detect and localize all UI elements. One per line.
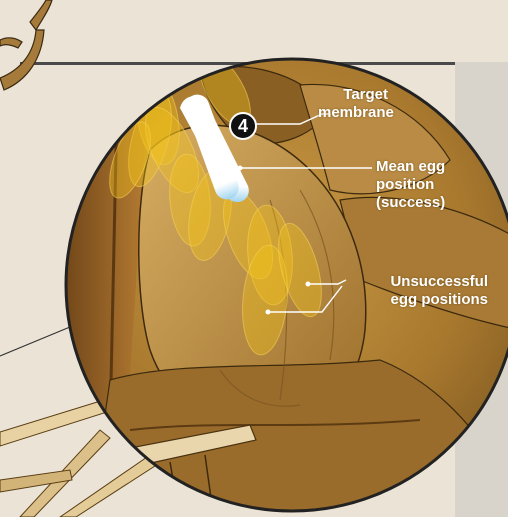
pointer-dot: [238, 166, 243, 171]
pointer-dot: [306, 282, 311, 287]
pointer-dot: [266, 310, 271, 315]
label-line: position: [376, 176, 458, 194]
step-number-badge: 4: [229, 112, 257, 140]
label-line: (success): [376, 194, 458, 212]
label-line: egg positions: [370, 291, 488, 309]
label-line: membrane: [318, 104, 388, 122]
label-mean-egg-position: Mean egg position (success): [376, 158, 458, 212]
label-target-membrane: Target membrane: [318, 86, 388, 122]
label-line: Unsuccessful: [370, 273, 488, 291]
label-line: Mean egg: [376, 158, 458, 176]
label-line: Target: [318, 86, 388, 104]
label-unsuccessful-egg-positions: Unsuccessful egg positions: [370, 273, 488, 309]
